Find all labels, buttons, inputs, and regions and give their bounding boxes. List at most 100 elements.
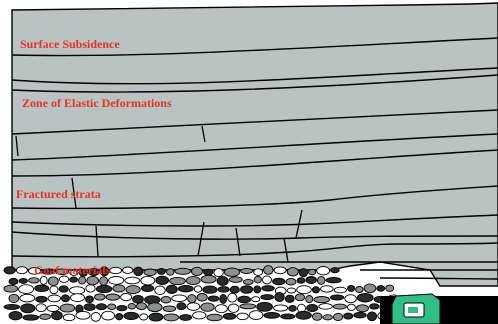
rubble-pebble bbox=[306, 277, 317, 284]
rubble-pebble bbox=[157, 269, 165, 275]
rubble-pebble bbox=[40, 276, 47, 284]
rubble-pebble bbox=[79, 277, 86, 284]
rubble-pebble bbox=[188, 295, 197, 303]
rubble-pebble bbox=[281, 314, 295, 319]
rubble-pebble bbox=[323, 315, 333, 320]
rubble-pebble bbox=[228, 293, 237, 302]
rubble-pebble bbox=[76, 311, 90, 319]
rubble-pebble bbox=[86, 285, 95, 292]
rubble-pebble bbox=[177, 303, 186, 310]
rubble-pebble bbox=[297, 278, 305, 284]
rubble-pebble bbox=[274, 267, 286, 274]
rubble-pebble bbox=[238, 296, 251, 303]
rubble-pebble bbox=[102, 311, 115, 320]
rubble-pebble bbox=[249, 311, 263, 320]
rubble-pebble bbox=[333, 304, 346, 309]
rubble-pebble bbox=[354, 312, 367, 318]
rubble-pebble bbox=[108, 304, 116, 310]
rubble-pebble bbox=[116, 314, 123, 320]
rubble-pebble bbox=[9, 278, 18, 284]
rubble-pebble bbox=[59, 286, 68, 292]
rubble-pebble bbox=[254, 269, 263, 276]
rubble-pebble bbox=[63, 314, 75, 321]
rubble-pebble bbox=[215, 305, 227, 313]
rubble-pebble bbox=[344, 313, 353, 319]
rubble-pebble bbox=[192, 267, 203, 275]
support-ram bbox=[408, 307, 418, 313]
rubble-pebble bbox=[84, 304, 95, 311]
rubble-pebble bbox=[224, 268, 239, 276]
rubble-pebble bbox=[314, 297, 330, 303]
rubble-pebble bbox=[113, 285, 125, 292]
rubble-pebble bbox=[194, 286, 201, 292]
rubble-pebble bbox=[52, 311, 63, 320]
rubble-pebble bbox=[95, 294, 106, 300]
rubble-pebble bbox=[47, 305, 59, 311]
rubble-pebble bbox=[20, 294, 35, 302]
rubble-pebble bbox=[214, 269, 223, 277]
rubble-pebble bbox=[334, 287, 346, 293]
rubble-pebble bbox=[172, 295, 187, 302]
rubble-pebble bbox=[367, 312, 376, 321]
rubble-pebble bbox=[36, 296, 47, 302]
rubble-pebble bbox=[50, 286, 58, 294]
rubble-pebble bbox=[71, 294, 85, 302]
rubble-pebble bbox=[180, 315, 192, 321]
rubble-pebble bbox=[4, 285, 18, 292]
rubble-pebble bbox=[141, 276, 155, 285]
rubble-pebble bbox=[254, 276, 261, 283]
rubble-pebble bbox=[252, 297, 260, 302]
rubble-pebble bbox=[156, 276, 169, 284]
rubble-pebble bbox=[386, 285, 394, 291]
rubble-pebble bbox=[317, 267, 330, 275]
rubble-pebble bbox=[100, 277, 108, 286]
rubble-pebble bbox=[117, 305, 127, 310]
rubble-pebble bbox=[312, 287, 319, 293]
label-goaf-materials: Goaf materials bbox=[34, 263, 111, 277]
rubble-pebble bbox=[186, 276, 200, 284]
rubble-pebble bbox=[317, 276, 325, 284]
rubble-pebble bbox=[241, 269, 253, 274]
rubble-pebble bbox=[264, 266, 273, 275]
rubble-pebble bbox=[230, 286, 239, 293]
rubble-pebble bbox=[228, 304, 239, 312]
rubble-pebble bbox=[134, 267, 143, 276]
rubble-pebble bbox=[126, 286, 140, 294]
rubble-pebble bbox=[295, 294, 304, 301]
rubble-pebble bbox=[347, 304, 355, 310]
rubble-pebble bbox=[19, 285, 34, 294]
rubble-pebble bbox=[370, 304, 380, 309]
rubble-pebble bbox=[357, 305, 369, 312]
rubble-pebble bbox=[133, 295, 144, 303]
rubble-pebble bbox=[140, 314, 148, 320]
rubble-pebble bbox=[357, 293, 373, 302]
rubble-pebble bbox=[29, 278, 40, 283]
rubble-pebble bbox=[21, 304, 35, 313]
rubble-pebble bbox=[197, 294, 207, 302]
rubble-pebble bbox=[243, 279, 253, 284]
rubble-pebble bbox=[70, 287, 85, 294]
rubble-pebble bbox=[166, 285, 177, 293]
rubble-pebble bbox=[326, 278, 341, 283]
rubble-pebble bbox=[229, 277, 242, 283]
rubble-pebble bbox=[16, 267, 27, 274]
rubble-pebble bbox=[4, 304, 20, 309]
rubble-pebble bbox=[70, 277, 78, 282]
rubble-pebble bbox=[334, 313, 343, 320]
rubble-pebble bbox=[141, 285, 153, 292]
support-shield bbox=[380, 294, 498, 324]
rubble-pebble bbox=[307, 304, 318, 311]
rubble-pebble bbox=[23, 315, 39, 320]
rubble-pebble bbox=[319, 304, 333, 310]
rubble-pebble bbox=[91, 313, 100, 322]
rubble-pebble bbox=[364, 284, 376, 293]
rubble-pebble bbox=[201, 303, 214, 311]
label-elastic-zone: Zone of Elastic Deformations bbox=[22, 96, 172, 110]
rubble-pebble bbox=[377, 286, 385, 292]
rubble-pebble bbox=[163, 306, 176, 312]
rubble-pebble bbox=[208, 296, 218, 301]
rubble-pebble bbox=[48, 277, 58, 286]
rubble-pebble bbox=[240, 304, 256, 309]
rubble-pebble bbox=[263, 276, 272, 284]
